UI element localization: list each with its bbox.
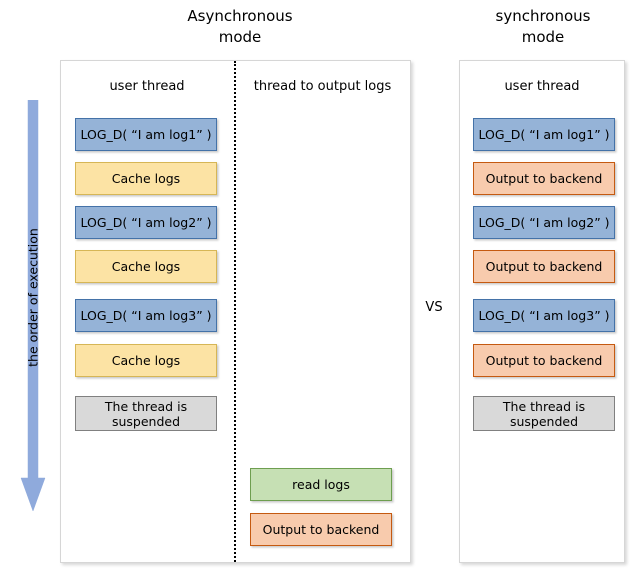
versus-label: VS: [425, 300, 443, 315]
async-output-thread-header: thread to output logs: [253, 79, 392, 94]
sync-user-thread-header: user thread: [504, 79, 580, 94]
order-of-execution-label: the order of execution: [25, 228, 41, 367]
async-step-cache-logs-1[interactable]: Cache logs: [75, 162, 217, 195]
sync-step-output-to-backend-2[interactable]: Output to backend: [473, 250, 615, 283]
async-step-output-to-backend[interactable]: Output to backend: [250, 513, 392, 546]
async-step-log3[interactable]: LOG_D( “I am log3” ): [75, 299, 217, 332]
order-of-execution-arrow: the order of execution: [20, 99, 46, 512]
async-step-cache-logs-3[interactable]: Cache logs: [75, 344, 217, 377]
sync-step-thread-suspended[interactable]: The thread is suspended: [473, 396, 615, 431]
sync-step-log1[interactable]: LOG_D( “I am log1” ): [473, 118, 615, 151]
async-step-log2[interactable]: LOG_D( “I am log2” ): [75, 206, 217, 239]
thread-divider-line: [234, 61, 236, 562]
async-user-thread-header: user thread: [109, 79, 185, 94]
async-step-read-logs[interactable]: read logs: [250, 468, 392, 501]
async-step-thread-suspended[interactable]: The thread is suspended: [75, 396, 217, 431]
sync-step-output-to-backend-3[interactable]: Output to backend: [473, 344, 615, 377]
sync-mode-title: synchronous mode: [495, 7, 591, 46]
async-step-log1[interactable]: LOG_D( “I am log1” ): [75, 118, 217, 151]
sync-step-output-to-backend-1[interactable]: Output to backend: [473, 162, 615, 195]
sync-step-log2[interactable]: LOG_D( “I am log2” ): [473, 206, 615, 239]
async-mode-title: Asynchronous mode: [187, 7, 293, 46]
async-step-cache-logs-2[interactable]: Cache logs: [75, 250, 217, 283]
sync-step-log3[interactable]: LOG_D( “I am log3” ): [473, 299, 615, 332]
